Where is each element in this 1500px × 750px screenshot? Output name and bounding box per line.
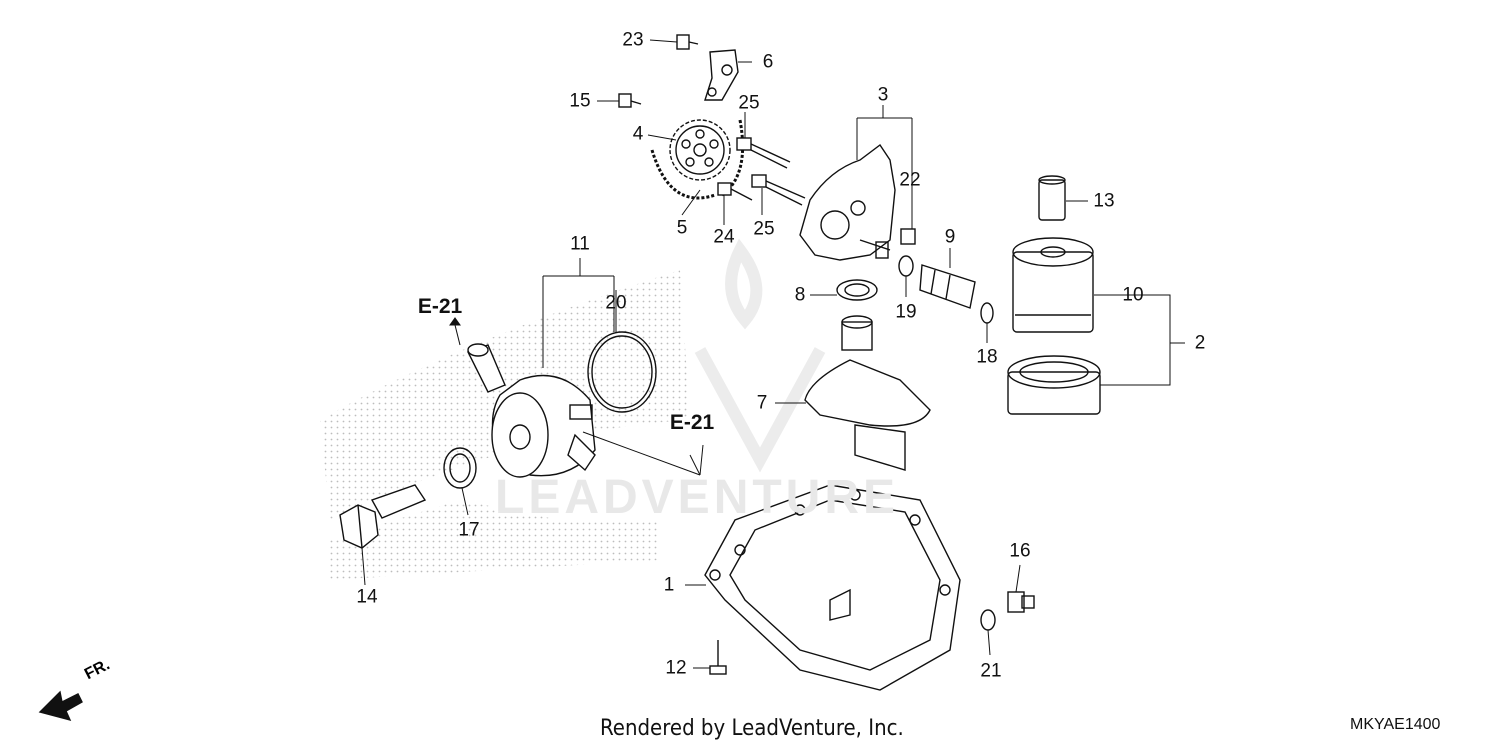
callout-5: 5 <box>676 217 688 239</box>
callout-7: 7 <box>756 392 768 414</box>
dowel-pin-22[interactable] <box>900 228 916 245</box>
oil-pump-3[interactable] <box>799 143 896 261</box>
callout-12: 12 <box>665 657 687 679</box>
oil-filter-stud-13[interactable] <box>1038 175 1066 221</box>
callout-22: 22 <box>899 169 921 191</box>
o-ring-19[interactable] <box>898 255 914 277</box>
front-direction-arrow <box>38 690 83 722</box>
callout-25-lower: 25 <box>753 218 775 240</box>
filter-case-2[interactable] <box>1007 355 1101 415</box>
bolt-25-upper[interactable] <box>736 137 791 169</box>
reference-e21-right[interactable]: E-21 <box>669 411 715 434</box>
callout-15: 15 <box>569 90 591 112</box>
drain-bolt-16[interactable] <box>1007 591 1035 613</box>
callout-4: 4 <box>632 123 644 145</box>
watermark-text: LEADVENTURE <box>495 471 900 524</box>
callout-19: 19 <box>895 301 917 323</box>
callout-3: 3 <box>877 84 889 106</box>
bolt-12[interactable] <box>709 640 727 675</box>
callout-20: 20 <box>605 292 627 314</box>
oil-cooler-11[interactable] <box>467 343 596 478</box>
callout-23: 23 <box>622 29 644 51</box>
callout-18: 18 <box>976 346 998 368</box>
callout-6: 6 <box>762 51 774 73</box>
diagram-code: MKYAE1400 <box>1350 716 1441 733</box>
callout-24: 24 <box>713 226 735 248</box>
callout-14: 14 <box>356 586 378 608</box>
watermark-logo <box>694 238 826 473</box>
sealing-washer-21[interactable] <box>980 609 996 631</box>
callout-21: 21 <box>980 660 1002 682</box>
callout-17: 17 <box>458 519 480 541</box>
bracket-6[interactable] <box>704 49 739 101</box>
oil-strainer-7[interactable] <box>804 315 931 471</box>
chain-5[interactable] <box>650 119 745 200</box>
o-ring-20[interactable] <box>587 331 657 413</box>
bolt-23[interactable] <box>676 34 699 50</box>
relief-valve-9[interactable] <box>919 264 976 309</box>
callout-11: 11 <box>570 233 590 255</box>
seal-8[interactable] <box>836 279 878 301</box>
sprocket-4[interactable] <box>669 119 731 181</box>
callout-10: 10 <box>1122 284 1144 306</box>
callout-25-upper: 25 <box>738 92 760 114</box>
bolt-25-lower[interactable] <box>751 174 806 206</box>
callout-8: 8 <box>794 284 806 306</box>
footer-credit: Rendered by LeadVenture, Inc. <box>600 716 904 741</box>
callout-13: 13 <box>1093 190 1115 212</box>
o-ring-18[interactable] <box>980 302 994 324</box>
leader-lines <box>361 39 1185 669</box>
callout-9: 9 <box>944 226 956 248</box>
oil-pan-1[interactable] <box>704 484 961 691</box>
oil-cooler-bolt-14[interactable] <box>339 484 427 549</box>
oil-filter-10[interactable] <box>1012 237 1094 333</box>
callout-1: 1 <box>663 574 675 596</box>
reference-e21-left[interactable]: E-21 <box>417 295 463 318</box>
callout-2: 2 <box>1194 332 1206 354</box>
bolt-15[interactable] <box>618 93 642 108</box>
callout-16: 16 <box>1009 540 1031 562</box>
bolt-24[interactable] <box>717 182 753 201</box>
sealing-washer-17[interactable] <box>443 447 477 489</box>
